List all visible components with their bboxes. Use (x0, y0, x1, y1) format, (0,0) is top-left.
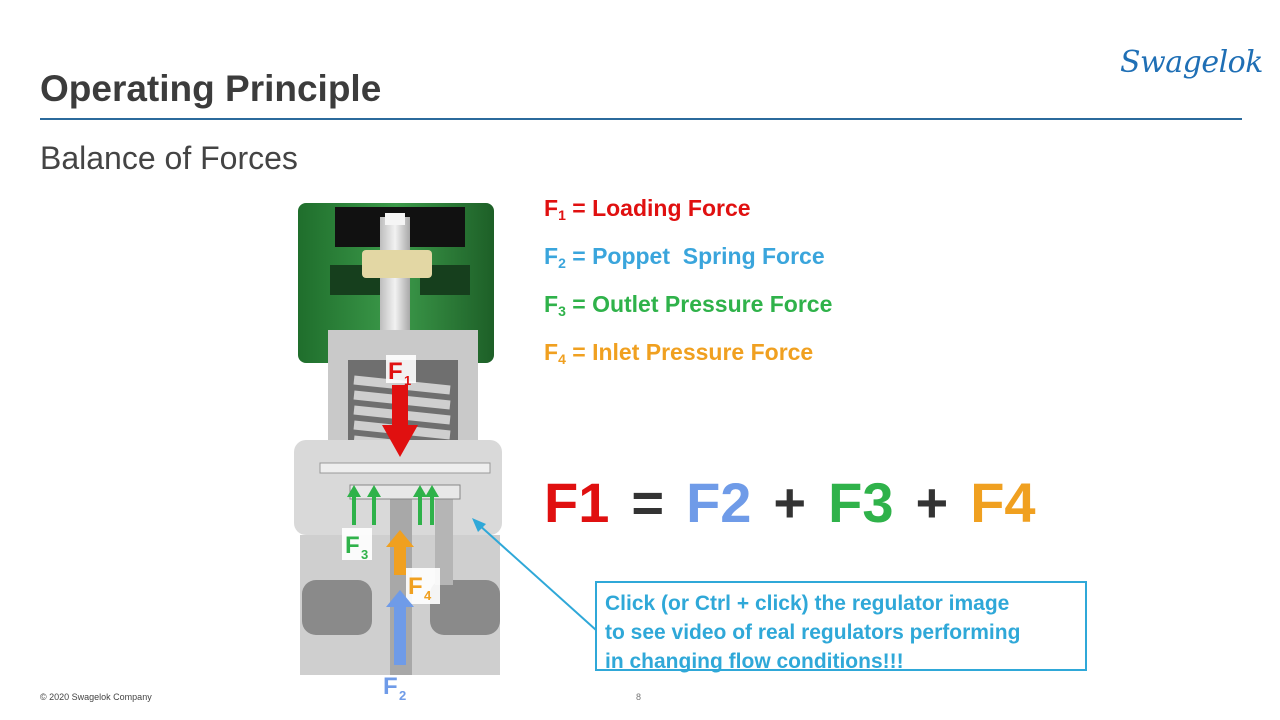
eq-f2: F2 (686, 471, 752, 534)
f3-label: F (345, 532, 360, 559)
callout-line-1: Click (or Ctrl + click) the regulator im… (605, 592, 1010, 615)
regulator-image[interactable]: F 1 F 3 F 4 F 2 (290, 195, 530, 705)
f3-arrows (347, 485, 439, 525)
eq-f4: F4 (970, 471, 1036, 534)
nut (362, 250, 432, 278)
swagelok-logo: Swagelok (1120, 45, 1263, 80)
eq-f1: F1 (544, 471, 610, 534)
legend-text: = Loading Force (572, 195, 751, 221)
legend-symbol: F (544, 195, 559, 221)
page-subtitle: Balance of Forces (40, 140, 298, 176)
legend-item-f2: F2 = Poppet Spring Force (544, 243, 825, 271)
f4-label: F (408, 573, 423, 600)
f2-label: F (383, 673, 398, 700)
page-title: Operating Principle (40, 68, 382, 109)
video-callout[interactable]: Click (or Ctrl + click) the regulator im… (595, 581, 1087, 673)
legend-sub: 3 (558, 303, 566, 319)
callout-line-3: in changing flow conditions!!! (605, 650, 904, 673)
legend-item-f1: F1 = Loading Force (544, 195, 751, 223)
legend-text: = Outlet Pressure Force (572, 291, 833, 317)
page-number: 8 (636, 692, 642, 702)
eq-equals: = (631, 471, 665, 534)
title-rule (40, 118, 1242, 120)
legend-item-f3: F3 = Outlet Pressure Force (544, 291, 832, 319)
eq-plus-1: + (773, 471, 807, 534)
f4-arrow (386, 530, 414, 575)
f4-sub: 4 (424, 588, 432, 603)
legend-item-f4: F4 = Inlet Pressure Force (544, 339, 813, 367)
eq-f3: F3 (828, 471, 894, 534)
legend-symbol: F (544, 243, 559, 269)
callout-line-2: to see video of real regulators performi… (605, 621, 1021, 644)
f2-sub: 2 (399, 688, 406, 703)
footer-copyright: © 2020 Swagelok Company (40, 692, 152, 702)
eq-plus-2: + (915, 471, 949, 534)
legend-sub: 4 (558, 351, 566, 367)
regulator-cutaway-svg: F 1 F 3 F 4 F 2 (294, 203, 502, 703)
f3-sub: 3 (361, 547, 368, 562)
f1-sub: 1 (404, 373, 411, 388)
f2-arrow (386, 590, 414, 665)
legend-text: = Inlet Pressure Force (572, 339, 814, 365)
force-balance-equation: F1 = F2 + F3 + F4 (544, 470, 1058, 535)
f1-arrow (382, 385, 418, 457)
f1-label: F (388, 358, 403, 385)
legend-symbol: F (544, 339, 559, 365)
legend-sub: 2 (558, 255, 566, 271)
legend-text: = Poppet Spring Force (572, 243, 825, 269)
legend-symbol: F (544, 291, 559, 317)
legend-sub: 1 (558, 207, 566, 223)
